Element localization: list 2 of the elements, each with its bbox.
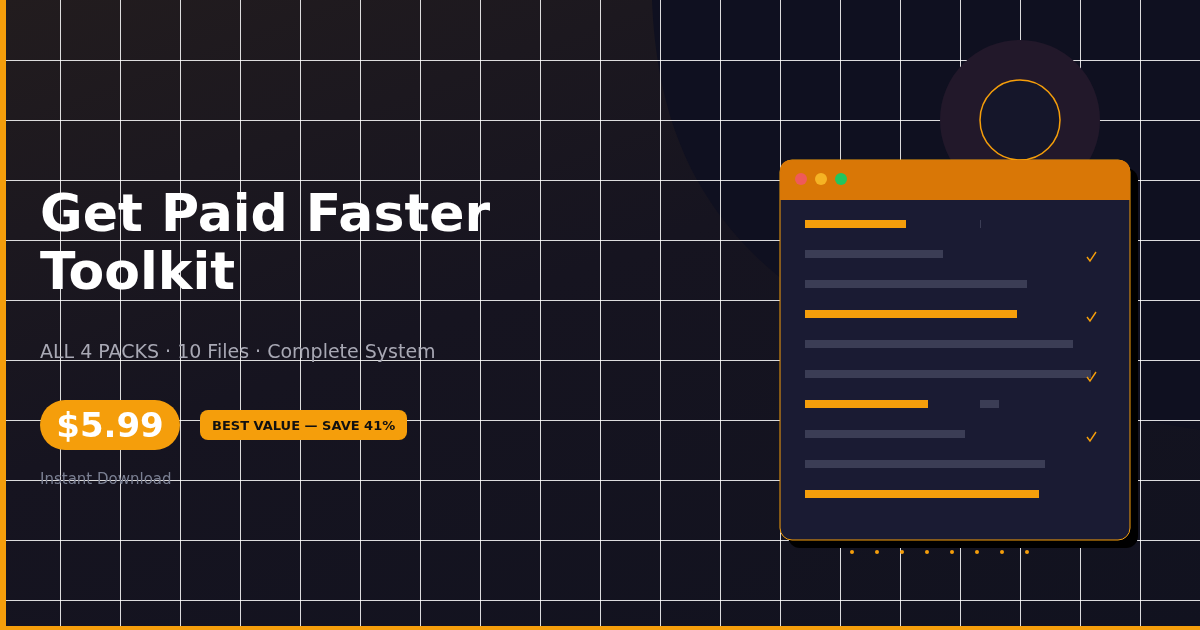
- price-badge: $5.99: [40, 400, 180, 450]
- discount-badge: BEST VALUE — SAVE 41%: [200, 410, 408, 440]
